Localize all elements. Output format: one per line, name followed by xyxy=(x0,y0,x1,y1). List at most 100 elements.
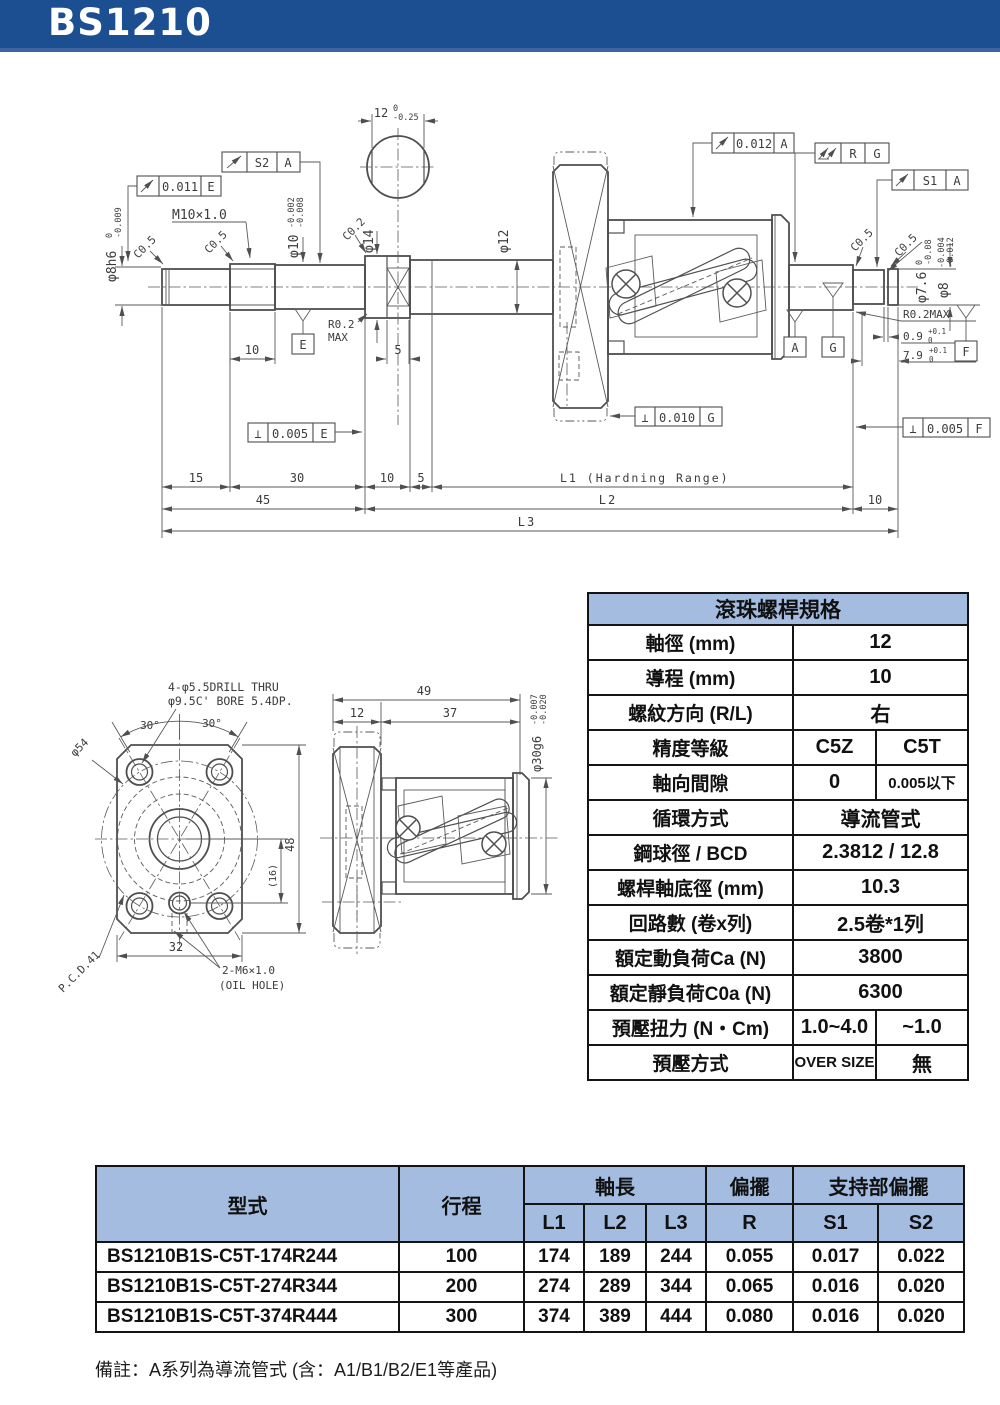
dim-groove-pos: 7.9 xyxy=(903,349,923,362)
spec-label: 軸徑 (mm) xyxy=(587,624,794,661)
table-row: BS1210B1S-C5T-374R444 300 374 389 444 0.… xyxy=(95,1301,965,1333)
datum-label: A xyxy=(791,341,799,355)
col-header-l3: L3 xyxy=(645,1203,707,1243)
fcf-perp-f: ⊥ 0.005 F xyxy=(856,417,991,438)
dim-30: 30 xyxy=(290,471,304,485)
nut-side-view: 49 12 37 xyxy=(320,684,560,954)
angle-label: 30° xyxy=(140,719,160,732)
spec-label: 導程 (mm) xyxy=(587,659,794,696)
spec-label: 預壓扭力 (N・Cm) xyxy=(587,1009,794,1046)
fcf-value: 0.011 xyxy=(162,180,198,194)
svg-text:0: 0 xyxy=(105,233,115,238)
col-header-s1: S1 xyxy=(792,1203,879,1243)
spec-label: 精度等級 xyxy=(587,729,794,766)
datum-triangle-icon xyxy=(786,309,804,323)
dim-10: 10 xyxy=(380,471,394,485)
cell-stroke: 200 xyxy=(398,1271,525,1303)
cell-l2: 389 xyxy=(583,1301,647,1333)
dia10-label: φ10 -0.002 -0.008 xyxy=(287,197,306,258)
page-header-bar: BS1210 xyxy=(0,0,1000,52)
cell-l1: 374 xyxy=(523,1301,585,1333)
chamfer-label: C0.5 xyxy=(892,231,920,259)
dim-12: 12 xyxy=(350,706,364,720)
drill-note: 4-φ5.5DRILL THRU xyxy=(168,680,279,694)
svg-text:-0.007: -0.007 xyxy=(530,694,540,725)
dim-45: 45 xyxy=(256,493,270,507)
datum-label: F xyxy=(962,345,969,359)
angle-label: 30° xyxy=(202,717,222,730)
dim-10-right: 10 xyxy=(868,493,882,507)
runout-arrow-icon xyxy=(140,179,154,193)
fcf-value: 0.010 xyxy=(659,411,695,425)
dia30-label: φ30g6 -0.007 -0.020 xyxy=(530,694,549,772)
datum-label: E xyxy=(299,338,306,352)
spec-value: 10.3 xyxy=(791,869,970,906)
dim-49: 49 xyxy=(417,684,431,698)
dim-l3: L3 xyxy=(518,515,536,529)
dim-flats-tol-lower: -0.25 xyxy=(393,113,419,123)
fcf-datum: F xyxy=(975,422,982,436)
dia14-label: φ14 xyxy=(362,229,377,253)
thread-label: M10×1.0 xyxy=(172,208,227,223)
svg-text:-0.008: -0.008 xyxy=(296,197,306,228)
fcf-datum: G xyxy=(707,411,714,425)
col-header-r: R xyxy=(705,1203,794,1243)
dim-15: 15 xyxy=(189,471,203,485)
spec-value: C5T xyxy=(874,729,970,766)
fcf-runout-012: 0.012 A xyxy=(690,132,795,217)
dim-48: 48 xyxy=(283,838,297,852)
spec-label: 軸向間隙 xyxy=(587,764,794,801)
fcf-perp-e: ⊥ 0.005 E xyxy=(247,422,362,443)
cell-r: 0.065 xyxy=(705,1271,794,1303)
bolt-holes xyxy=(125,758,234,920)
spec-value: 右 xyxy=(791,694,970,731)
spec-value: 0.005以下 xyxy=(874,764,970,801)
total-runout-icon xyxy=(818,147,837,160)
datum-triangle-icon xyxy=(294,308,312,322)
spec-value: 1.0~4.0 xyxy=(792,1009,877,1046)
cell-s1: 0.017 xyxy=(792,1241,879,1273)
dim-37: 37 xyxy=(443,706,457,720)
model-table: 型式 行程 軸長 偏擺 支持部偏擺 L1 L2 L3 R S1 S2 BS121… xyxy=(95,1165,965,1333)
fillet-label: R0.2MAX xyxy=(903,308,950,321)
dia8-label: φ8 -0.004 -0.012 xyxy=(937,237,956,298)
cell-l3: 444 xyxy=(645,1301,707,1333)
spec-table: 滾珠螺桿規格 軸徑 (mm) 12 導程 (mm) 10 螺紋方向 (R/L) … xyxy=(586,592,970,1081)
svg-text:φ8h6: φ8h6 xyxy=(105,251,120,282)
datum-label: G xyxy=(829,341,836,355)
perpendicularity-icon: ⊥ xyxy=(909,422,916,436)
oil-hole-label: 2-M6×1.0 xyxy=(222,964,275,977)
dim-groove-width: 0.9 xyxy=(903,330,923,343)
spec-value: 2.3812 / 12.8 xyxy=(791,834,970,871)
spec-label: 循環方式 xyxy=(587,799,794,836)
dim-thread-length: 10 xyxy=(245,343,259,357)
cell-l2: 289 xyxy=(583,1271,647,1303)
table-row: BS1210B1S-C5T-274R344 200 274 289 344 0.… xyxy=(95,1271,965,1303)
dim-32: 32 xyxy=(169,940,183,954)
col-header-support-runout: 支持部偏擺 xyxy=(792,1165,965,1205)
perpendicularity-icon: ⊥ xyxy=(641,411,648,425)
dim-tol-lower: 0 xyxy=(928,336,933,345)
dim-tol-upper: +0.1 xyxy=(928,327,946,336)
spec-value: ~1.0 xyxy=(874,1009,970,1046)
datum-triangle-icon xyxy=(822,282,844,298)
cell-s2: 0.020 xyxy=(877,1271,965,1303)
spec-label: 預壓方式 xyxy=(587,1044,794,1081)
svg-text:φ8: φ8 xyxy=(937,282,952,298)
spec-value: 12 xyxy=(791,624,970,661)
cell-l3: 344 xyxy=(645,1271,707,1303)
dim-flats: 12 xyxy=(374,106,388,120)
spec-label: 螺桿軸底徑 (mm) xyxy=(587,869,794,906)
spec-value: 0 xyxy=(792,764,877,801)
dim-tol-lower: 0 xyxy=(929,355,934,364)
cell-s1: 0.016 xyxy=(792,1271,879,1303)
flange-front-view: 30° 30° 4-φ5.5DRILL THRU φ9.5C' BORE 5.4… xyxy=(56,680,306,995)
spec-value: 10 xyxy=(791,659,970,696)
cell-s2: 0.020 xyxy=(877,1301,965,1333)
dim-l1: L1 (Hardning Range) xyxy=(560,471,730,485)
nut-flange-views-drawing: 30° 30° 4-φ5.5DRILL THRU φ9.5C' BORE 5.4… xyxy=(56,680,560,995)
page-title: BS1210 xyxy=(48,1,212,44)
fcf-value: 0.005 xyxy=(272,427,308,441)
dia12-label: φ12 xyxy=(497,230,512,253)
